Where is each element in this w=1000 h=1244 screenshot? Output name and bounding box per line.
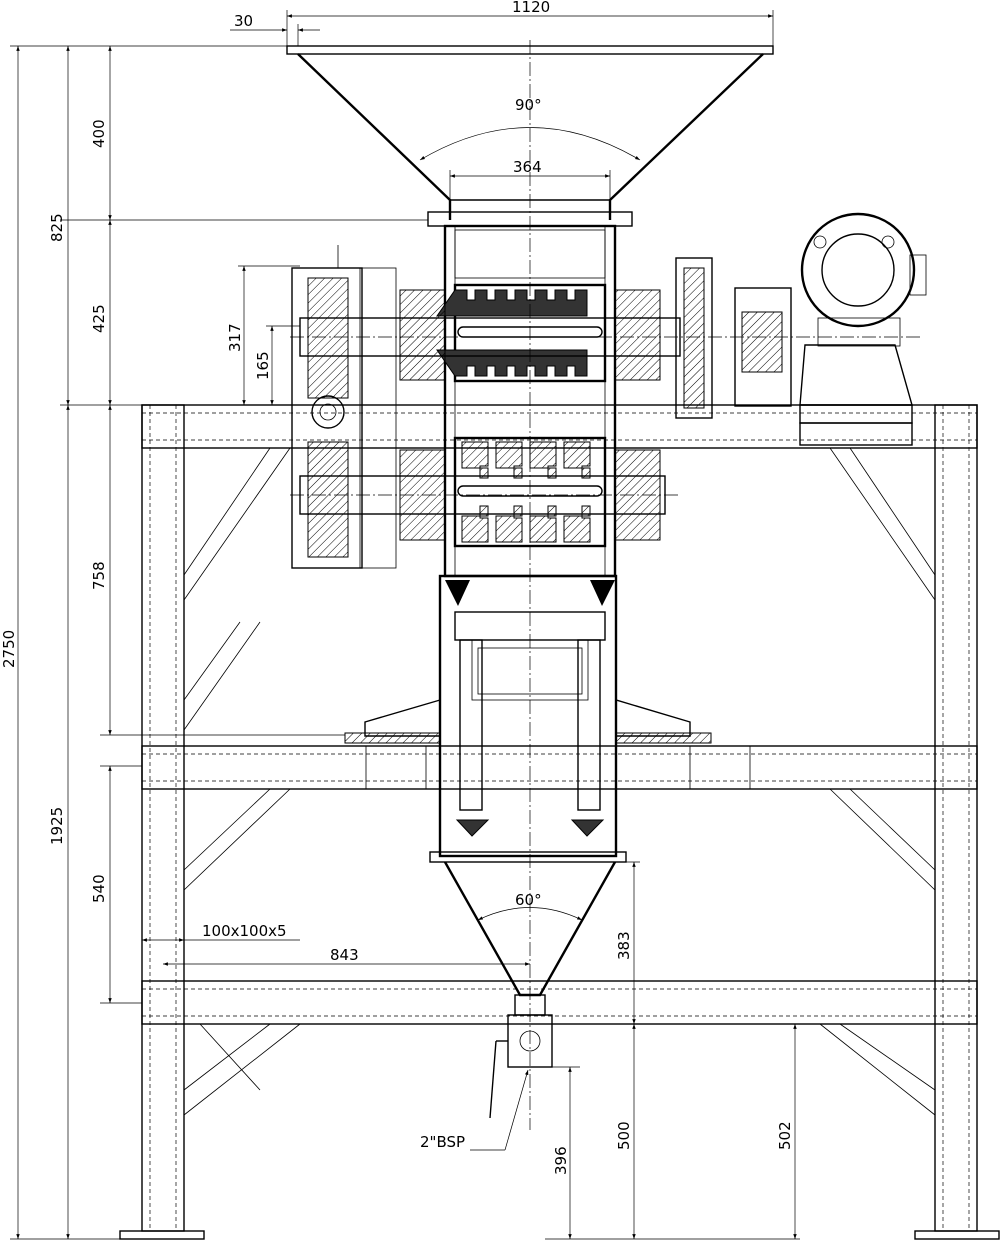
dim-frame-span: 843 — [330, 946, 359, 964]
dim-frame-member: 100x100x5 — [202, 922, 287, 940]
dim-lower-total: 1925 — [48, 807, 66, 845]
dim-outlet-height: 500 — [615, 1121, 633, 1150]
dim-gear-outer: 317 — [226, 323, 244, 352]
dimension-lines — [10, 10, 800, 1240]
dim-total-height: 2750 — [0, 630, 18, 668]
dim-cone-height: 383 — [615, 931, 633, 960]
dimension-labels: 30 1120 90° 364 400 825 425 317 165 758 … — [0, 0, 794, 1175]
dim-gear-inner: 165 — [254, 351, 272, 380]
centre-lines — [290, 40, 920, 1130]
upper-rotor-teeth — [436, 289, 588, 377]
discharge-section — [344, 574, 712, 863]
dim-cone-angle: 60° — [515, 891, 542, 909]
dim-upper-total: 825 — [48, 213, 66, 242]
dim-mid-section: 758 — [90, 561, 108, 590]
dim-hopper-angle: 90° — [515, 96, 542, 114]
dim-throat-width: 364 — [513, 158, 542, 176]
dim-outlet-thread: 2"BSP — [420, 1133, 465, 1151]
dim-upper-section: 425 — [90, 304, 108, 333]
dim-hopper-width: 1120 — [512, 0, 550, 16]
crusher-housing — [299, 224, 681, 578]
dim-lower-section: 540 — [90, 874, 108, 903]
lower-rotor-segments — [461, 441, 591, 543]
support-frame — [119, 404, 1000, 1240]
right-drive-train — [675, 212, 927, 446]
dim-frame-foot: 502 — [776, 1121, 794, 1150]
left-gear-drive — [291, 245, 397, 569]
dim-outlet-level: 396 — [552, 1146, 570, 1175]
dim-hopper-lip: 30 — [234, 12, 253, 30]
dim-hopper-height: 400 — [90, 119, 108, 148]
